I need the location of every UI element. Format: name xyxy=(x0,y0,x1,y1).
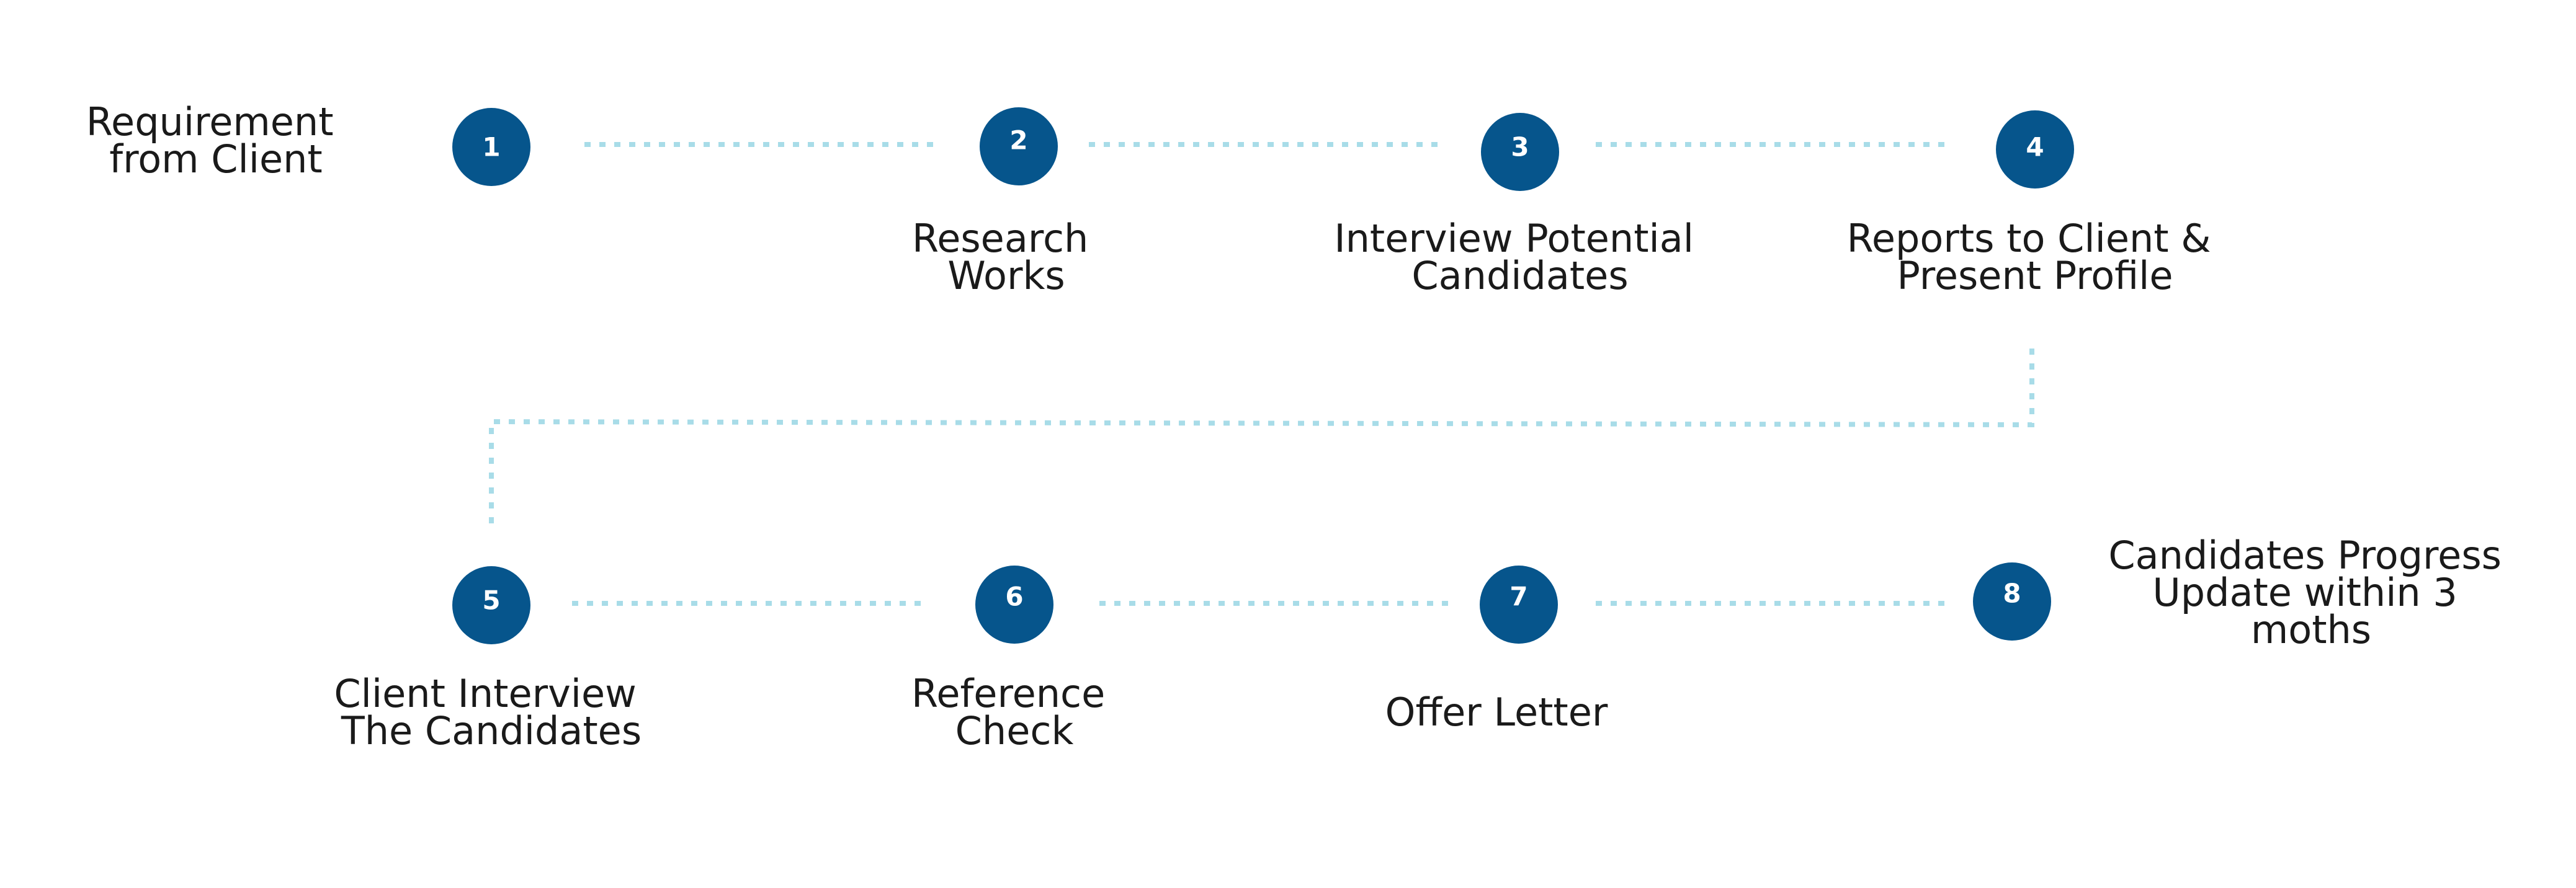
step-5-number: 5 xyxy=(482,585,500,616)
step-8-label-line-3: moths xyxy=(2251,607,2371,652)
step-2-number: 2 xyxy=(1009,125,1027,156)
step-4-label: Reports to Client & Present Profile xyxy=(1847,216,2224,298)
step-4-label-line-2: Present Profile xyxy=(1897,253,2173,298)
step-3-circle xyxy=(1481,113,1559,191)
step-8-number: 8 xyxy=(2003,579,2021,609)
step-6-label-line-1: Reference xyxy=(911,671,1105,716)
step-2-circle xyxy=(980,107,1058,185)
step-1-label-line-1: Requirement xyxy=(86,99,334,144)
step-2-label-line-2: Works xyxy=(947,253,1065,298)
step-4-number: 4 xyxy=(2026,132,2044,162)
step-3-label-line-1: Interview Potential xyxy=(1334,216,1694,261)
step-2-label-line-1: Research xyxy=(912,216,1088,261)
step-8-label-line-2: Update within 3 xyxy=(2152,570,2457,615)
step-3-label-line-2: Candidates xyxy=(1411,253,1628,298)
step-6-circle xyxy=(975,566,1053,644)
step-7-label-line-1: Offer Letter xyxy=(1385,690,1608,735)
step-6-label: Reference Check xyxy=(911,671,1117,753)
step-4-label-line-1: Reports to Client & xyxy=(1847,216,2211,261)
step-8-label-line-1: Candidates Progress xyxy=(2108,533,2502,578)
step-6-label-line-2: Check xyxy=(955,708,1074,753)
step-8-circle xyxy=(1973,562,2051,641)
step-nodes: 1 2 3 4 5 6 7 8 xyxy=(452,107,2074,644)
step-5-circle xyxy=(452,566,530,644)
connector-4-5 xyxy=(489,349,2034,532)
step-1-label: Requirement from Client xyxy=(86,99,346,182)
connectors xyxy=(489,142,2034,606)
step-3-label: Interview Potential Candidates xyxy=(1334,216,1706,298)
step-7-label: Offer Letter xyxy=(1385,690,1608,735)
step-8-label: Candidates Progress Update within 3 moth… xyxy=(2108,533,2513,652)
step-7-circle xyxy=(1480,566,1558,644)
step-3-number: 3 xyxy=(1511,132,1529,162)
step-1-number: 1 xyxy=(482,132,500,162)
step-1-circle xyxy=(452,108,530,186)
step-5-label-line-2: The Candidates xyxy=(341,708,642,753)
step-5-label: Client Interview The Candidates xyxy=(334,671,648,753)
step-6-number: 6 xyxy=(1005,582,1023,612)
step-labels: Requirement from Client Research Works I… xyxy=(86,99,2513,753)
step-2-label: Research Works xyxy=(912,216,1101,298)
step-1-label-line-2: from Client xyxy=(109,136,322,182)
step-4-circle xyxy=(1996,110,2074,189)
step-7-number: 7 xyxy=(1509,582,1527,612)
step-5-label-line-1: Client Interview xyxy=(334,671,637,716)
